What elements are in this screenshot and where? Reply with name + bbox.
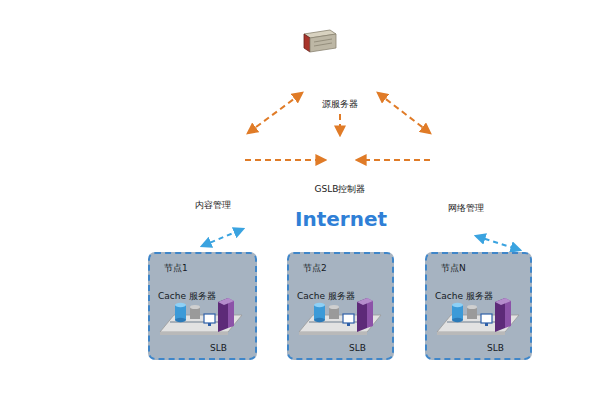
network-label: Internet xyxy=(295,207,387,231)
balancer-label: SLB xyxy=(349,343,366,354)
node-title: 节点N xyxy=(441,263,466,274)
server-label: 源服务器 xyxy=(322,99,358,110)
node-title: 节点2 xyxy=(303,263,327,274)
balancer-label: SLB xyxy=(487,343,504,354)
cdn-node-box: 节点2Cache 服务器 SLB xyxy=(287,252,394,360)
node-title: 节点1 xyxy=(164,263,188,274)
management-label: 网络管理 xyxy=(448,203,484,214)
orange-arrow xyxy=(378,93,430,133)
orange-arrow xyxy=(248,93,302,133)
server-label: Cache 服务器 xyxy=(158,291,216,302)
orange-arrow xyxy=(245,159,325,161)
cdn-node-box: 节点1Cache 服务器 SLB xyxy=(148,252,257,360)
server-label: Cache 服务器 xyxy=(435,291,493,302)
server-label: Cache 服务器 xyxy=(297,291,355,302)
blue-arrow xyxy=(202,229,243,246)
balancer-label: SLB xyxy=(210,343,227,354)
controller-label: GSLB控制器 xyxy=(315,184,366,195)
orange-arrow xyxy=(357,159,430,161)
management-label: 内容管理 xyxy=(195,200,231,211)
server-icon xyxy=(304,30,336,52)
blue-arrow xyxy=(476,236,520,250)
cdn-node-box: 节点N Cache 服务器 SLB xyxy=(425,252,532,360)
orange-arrow xyxy=(339,114,341,135)
